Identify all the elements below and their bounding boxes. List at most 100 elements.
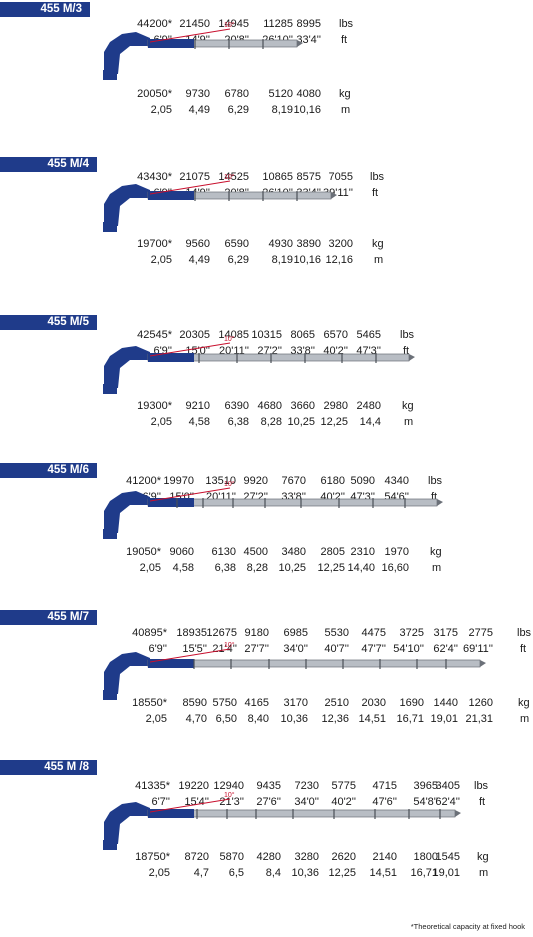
lbs-value: 20305 [179,329,210,341]
lbs-value: 14085 [218,329,249,341]
crane-diagram: 10° [103,173,337,232]
kg-unit-label: kg [402,400,414,412]
lbs-value: 10315 [251,329,282,341]
kg-value: 1800 [413,851,438,863]
boom-tip [297,40,303,47]
crane-column [104,652,150,694]
lbs-value: 3405 [435,780,460,792]
crane-diagram: 10° [103,335,415,394]
kg-value: 2805 [320,546,345,558]
kg-unit-label: kg [477,851,489,863]
ft-value: 27'7'' [244,643,269,655]
boom-tip [437,499,443,506]
m-value: 6,38 [214,562,236,574]
m-value: 2,05 [145,713,167,725]
m-value: 19,01 [432,867,460,879]
kg-value: 5120 [268,88,293,100]
kg-value: 4165 [244,697,269,709]
ft-value: 54'8'' [413,796,438,808]
m-value: 4,49 [188,254,210,266]
kg-value: 6780 [224,88,249,100]
kg-value: 1260 [468,697,493,709]
lbs-value: 21075 [179,171,210,183]
lbs-value: 14945 [218,18,249,30]
ft-row: 6'9''15'5''21'4''27'7''34'0''40'7''47'7'… [0,642,533,657]
angle-line [149,798,231,813]
ft-unit-label: ft [431,491,438,503]
angle-line [149,487,231,502]
model-section: 455 M/344200*2145014945112858995lbs6'9''… [0,2,533,147]
kg-value: 1545 [435,851,460,863]
crane-base [103,384,117,394]
kg-value: 20050* [137,88,172,100]
kg-value: 2620 [331,851,356,863]
kg-value: 2480 [356,400,381,412]
m-value: 2,05 [150,416,172,428]
m-value: 8,40 [247,713,269,725]
lbs-value: 7670 [281,475,306,487]
m-value: 21,31 [465,713,493,725]
angle-line [149,28,231,43]
model-label: 455 M/4 [0,157,97,172]
m-value: 12,25 [328,867,356,879]
crane-base [103,840,117,850]
model-label: 455 M/6 [0,463,97,478]
angle-label: 10° [224,480,235,488]
lbs-value: 9435 [256,780,281,792]
m-value: 12,36 [321,713,349,725]
m-value: 6,50 [215,713,237,725]
kg-unit-label: kg [430,546,442,558]
kg-value: 4680 [257,400,282,412]
lbs-value: 4475 [361,627,386,639]
model-label: 455 M/5 [0,315,97,330]
angle-label: 10° [224,335,235,343]
ft-value: 21'3'' [219,796,244,808]
lbs-value: 4715 [372,780,397,792]
kg-unit-label: kg [518,697,530,709]
kg-value: 6130 [211,546,236,558]
kg-value: 5870 [219,851,244,863]
m-value: 8,4 [265,867,281,879]
lbs-unit-label: lbs [370,171,385,183]
kg-value: 5750 [212,697,237,709]
m-value: 10,25 [287,416,315,428]
lbs-value: 14525 [218,171,249,183]
m-value: 4,49 [188,104,210,116]
lbs-value: 3965 [413,780,438,792]
lbs-unit-label: lbs [517,627,532,639]
kg-value: 18550* [132,697,167,709]
crane-base [103,70,117,80]
kg-value: 8590 [182,697,207,709]
angle-line [149,342,231,357]
main-boom [148,809,194,818]
m-value: 4,7 [193,867,209,879]
lbs-value: 18935 [176,627,207,639]
lbs-value: 3725 [399,627,424,639]
kg-value: 3890 [296,238,321,250]
crane-column [104,32,150,74]
boom-tip [480,660,486,667]
kg-value: 8720 [184,851,209,863]
m-value: 4,70 [185,713,207,725]
main-boom [148,498,194,507]
ft-value: 62'4'' [435,796,460,808]
lbs-value: 44200* [137,18,172,30]
m-value: 6,5 [228,867,244,879]
main-boom [148,353,194,362]
lbs-value: 5775 [331,780,356,792]
ft-value: 6'7'' [151,796,170,808]
m-value: 6,29 [227,104,249,116]
boom-tip [455,810,461,817]
footnote: *Theoretical capacity at fixed hook [410,922,525,931]
main-boom [148,191,194,200]
m-value: 6,29 [227,254,249,266]
lbs-value: 41335* [135,780,170,792]
